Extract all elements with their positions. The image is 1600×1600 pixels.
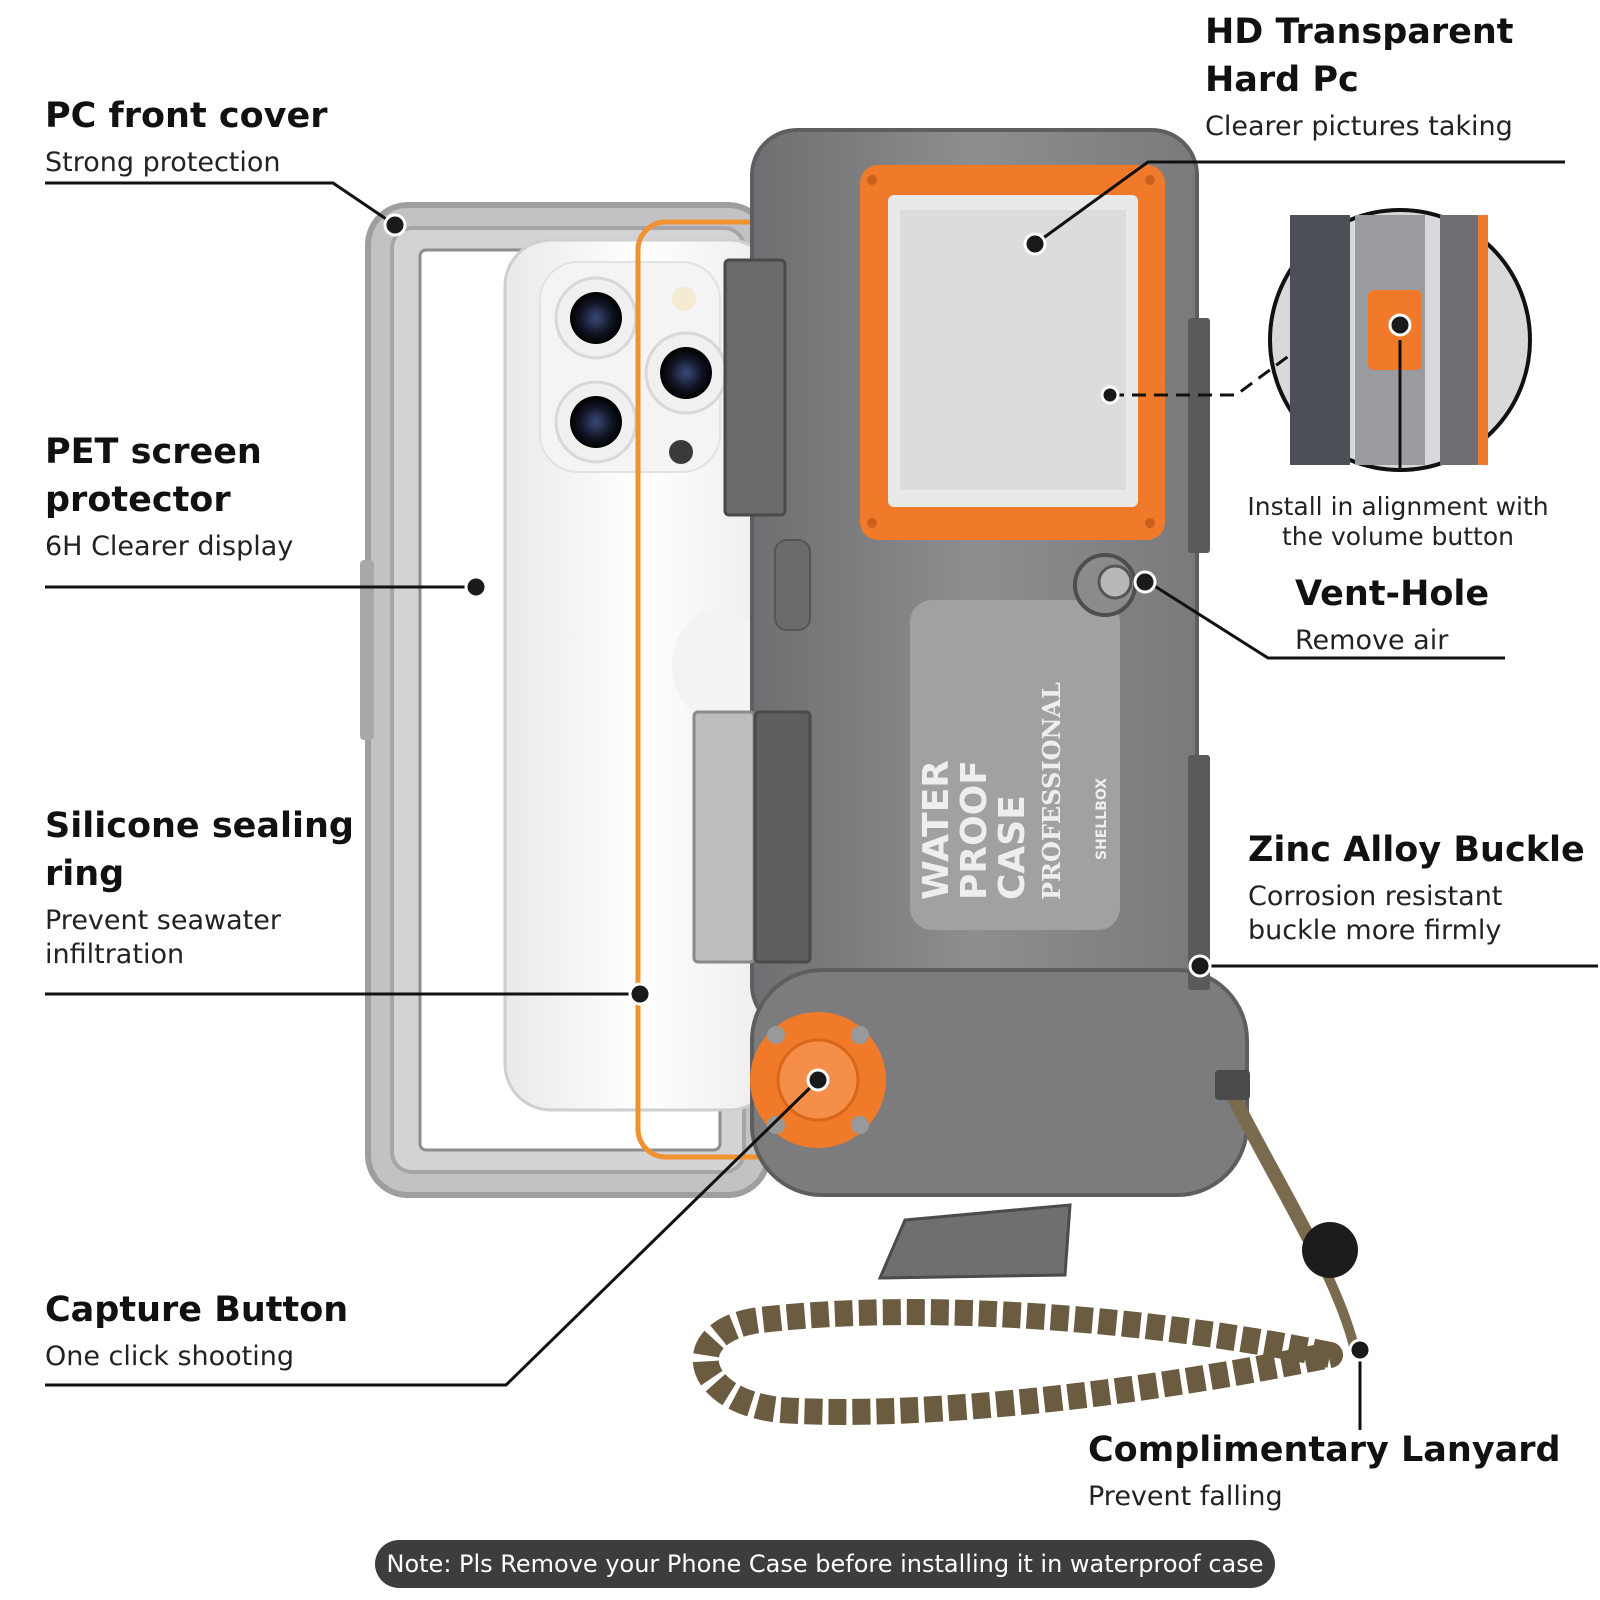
label-vent-hole: Vent-Hole Remove air xyxy=(1295,570,1489,658)
case-print-professional: PROFESSIONAL xyxy=(1037,682,1066,900)
label-volume-alignment: Install in alignment with the volume but… xyxy=(1228,486,1568,552)
label-subtitle: Corrosion resistant buckle more firmly xyxy=(1248,881,1503,946)
camera-window xyxy=(860,165,1165,540)
label-subtitle: Prevent falling xyxy=(1088,1481,1283,1512)
case-print-water: WATER xyxy=(916,760,957,900)
label-title: Complimentary Lanyard xyxy=(1088,1430,1561,1470)
label-pc-front-cover: PC front cover Strong protection xyxy=(45,92,328,180)
label-subtitle: Prevent seawater infiltration xyxy=(45,905,281,970)
vent-knob xyxy=(1073,553,1137,617)
label-subtitle: 6H Clearer display xyxy=(45,531,294,562)
label-title: PET screen protector xyxy=(45,432,262,520)
label-silicone-sealing-ring: Silicone sealing ring Prevent seawater i… xyxy=(45,802,354,972)
label-pet-screen-protector: PET screen protector 6H Clearer display xyxy=(45,428,293,564)
leader-lines xyxy=(45,160,1598,1430)
label-title: Zinc Alloy Buckle xyxy=(1248,830,1585,870)
leader-dots xyxy=(383,213,1412,1362)
label-subtitle: One click shooting xyxy=(45,1341,295,1372)
label-hd-transparent: HD Transparent Hard Pc Clearer pictures … xyxy=(1205,8,1514,144)
label-subtitle: Remove air xyxy=(1295,625,1449,656)
case-print-brand: SHELLBOX xyxy=(1094,778,1110,860)
label-lanyard: Complimentary Lanyard Prevent falling xyxy=(1088,1426,1561,1514)
label-title: PC front cover xyxy=(45,96,328,136)
label-zinc-alloy-buckle: Zinc Alloy Buckle Corrosion resistant bu… xyxy=(1248,826,1585,948)
label-title: Vent-Hole xyxy=(1295,574,1490,614)
mount-clip xyxy=(877,1203,1072,1280)
case-print-proof: PROOF xyxy=(954,760,995,900)
label-subtitle: Strong protection xyxy=(45,147,281,178)
label-title: Capture Button xyxy=(45,1290,349,1330)
label-capture-button: Capture Button One click shooting xyxy=(45,1286,348,1374)
case-print-panel: WATER PROOF CASE PROFESSIONAL SHELLBOX xyxy=(910,600,1120,930)
label-subtitle: Clearer pictures taking xyxy=(1205,111,1513,142)
label-title: HD Transparent Hard Pc xyxy=(1205,12,1514,100)
label-text: Install in alignment with the volume but… xyxy=(1247,492,1549,551)
note-banner: Note: Pls Remove your Phone Case before … xyxy=(375,1540,1275,1588)
case-print-case: CASE xyxy=(992,795,1033,900)
label-title: Silicone sealing ring xyxy=(45,806,354,894)
